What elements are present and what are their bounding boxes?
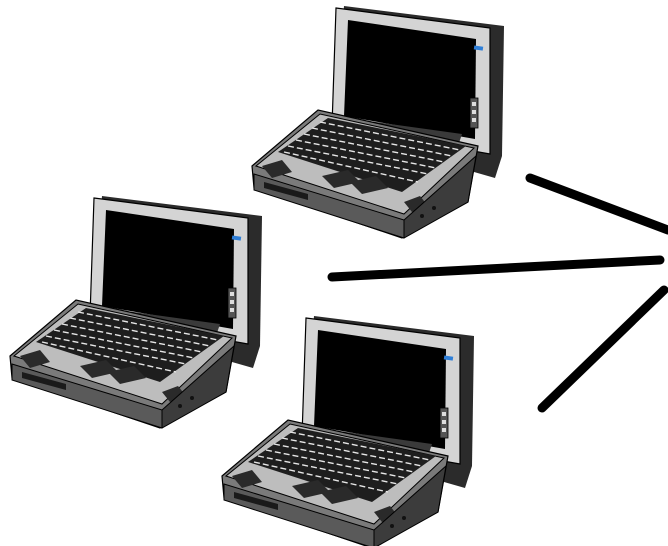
laptop-icon xyxy=(252,6,504,238)
connection-line xyxy=(332,260,660,277)
connection-line xyxy=(542,290,664,408)
laptop-icon xyxy=(222,316,474,546)
connection-line xyxy=(530,178,668,230)
laptop-icon xyxy=(10,196,262,428)
